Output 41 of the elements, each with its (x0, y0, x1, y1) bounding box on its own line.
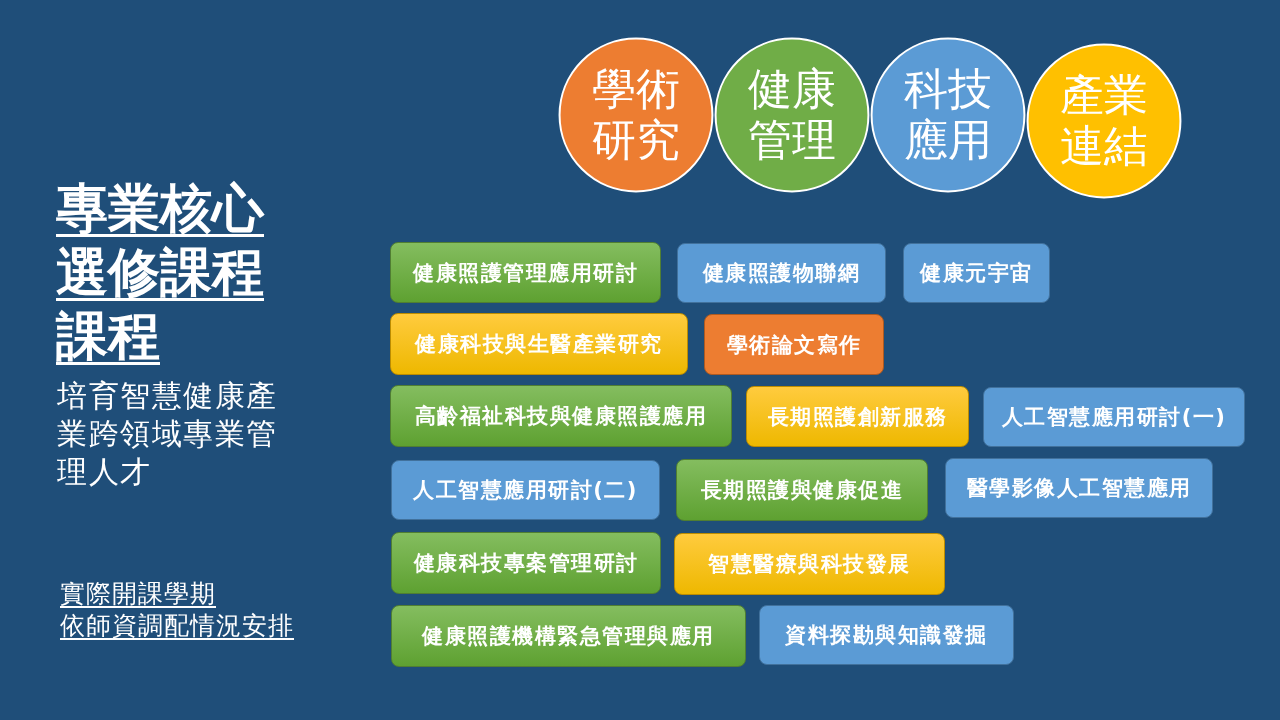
circle-label: 產業連結 (1059, 70, 1149, 172)
course-title: 高齡福祉科技與健康照護應用 (414, 403, 708, 430)
course-tile (746, 386, 969, 447)
course-tile (903, 243, 1050, 303)
course-title: 健康科技與生醫產業研究 (415, 331, 663, 358)
course-tile (945, 458, 1213, 518)
course-tile (391, 460, 660, 520)
course-title: 健康照護機構緊急管理與應用 (422, 623, 715, 650)
course-tile (390, 242, 661, 303)
course-title: 健康科技專案管理研討 (413, 550, 639, 577)
course-title: 長期照護與健康促進 (700, 477, 904, 504)
circle-label: 學術研究 (591, 64, 681, 166)
topic-circle (870, 37, 1026, 193)
course-title: 資料探勘與知識發掘 (785, 622, 988, 649)
course-tile (391, 605, 746, 667)
course-tile (983, 387, 1245, 447)
subtitle-text: 培育智慧健康產業跨領域專業管理人才 (57, 377, 279, 491)
course-title: 健康元宇宙 (920, 260, 1033, 287)
course-title: 學術論文寫作 (726, 331, 862, 359)
course-tile (391, 532, 661, 594)
topic-circle (558, 37, 714, 193)
slide-title: 專業核心選修課程課程 (56, 177, 266, 368)
course-tile (676, 459, 928, 521)
course-title: 醫學影像人工智慧應用 (966, 475, 1192, 502)
topic-circle (714, 37, 870, 193)
course-tile (390, 385, 732, 447)
course-title: 智慧醫療與科技發展 (708, 551, 911, 578)
course-tile (704, 314, 884, 375)
circle-label: 健康管理 (747, 64, 837, 166)
course-tile (390, 313, 688, 375)
course-tile (674, 533, 945, 595)
note-text: 實際開課學期依師資調配情況安排 (60, 578, 295, 642)
course-title: 人工智慧應用研討(二) (413, 477, 638, 504)
course-title: 人工智慧應用研討(一) (1001, 404, 1227, 431)
course-title: 長期照護創新服務 (767, 403, 948, 431)
course-tile (759, 605, 1014, 665)
circle-label: 科技應用 (903, 64, 993, 166)
course-tile (677, 243, 886, 303)
topic-circle (1026, 43, 1182, 199)
course-title: 健康照護管理應用研討 (413, 259, 638, 287)
course-title: 健康照護物聯網 (702, 260, 861, 287)
